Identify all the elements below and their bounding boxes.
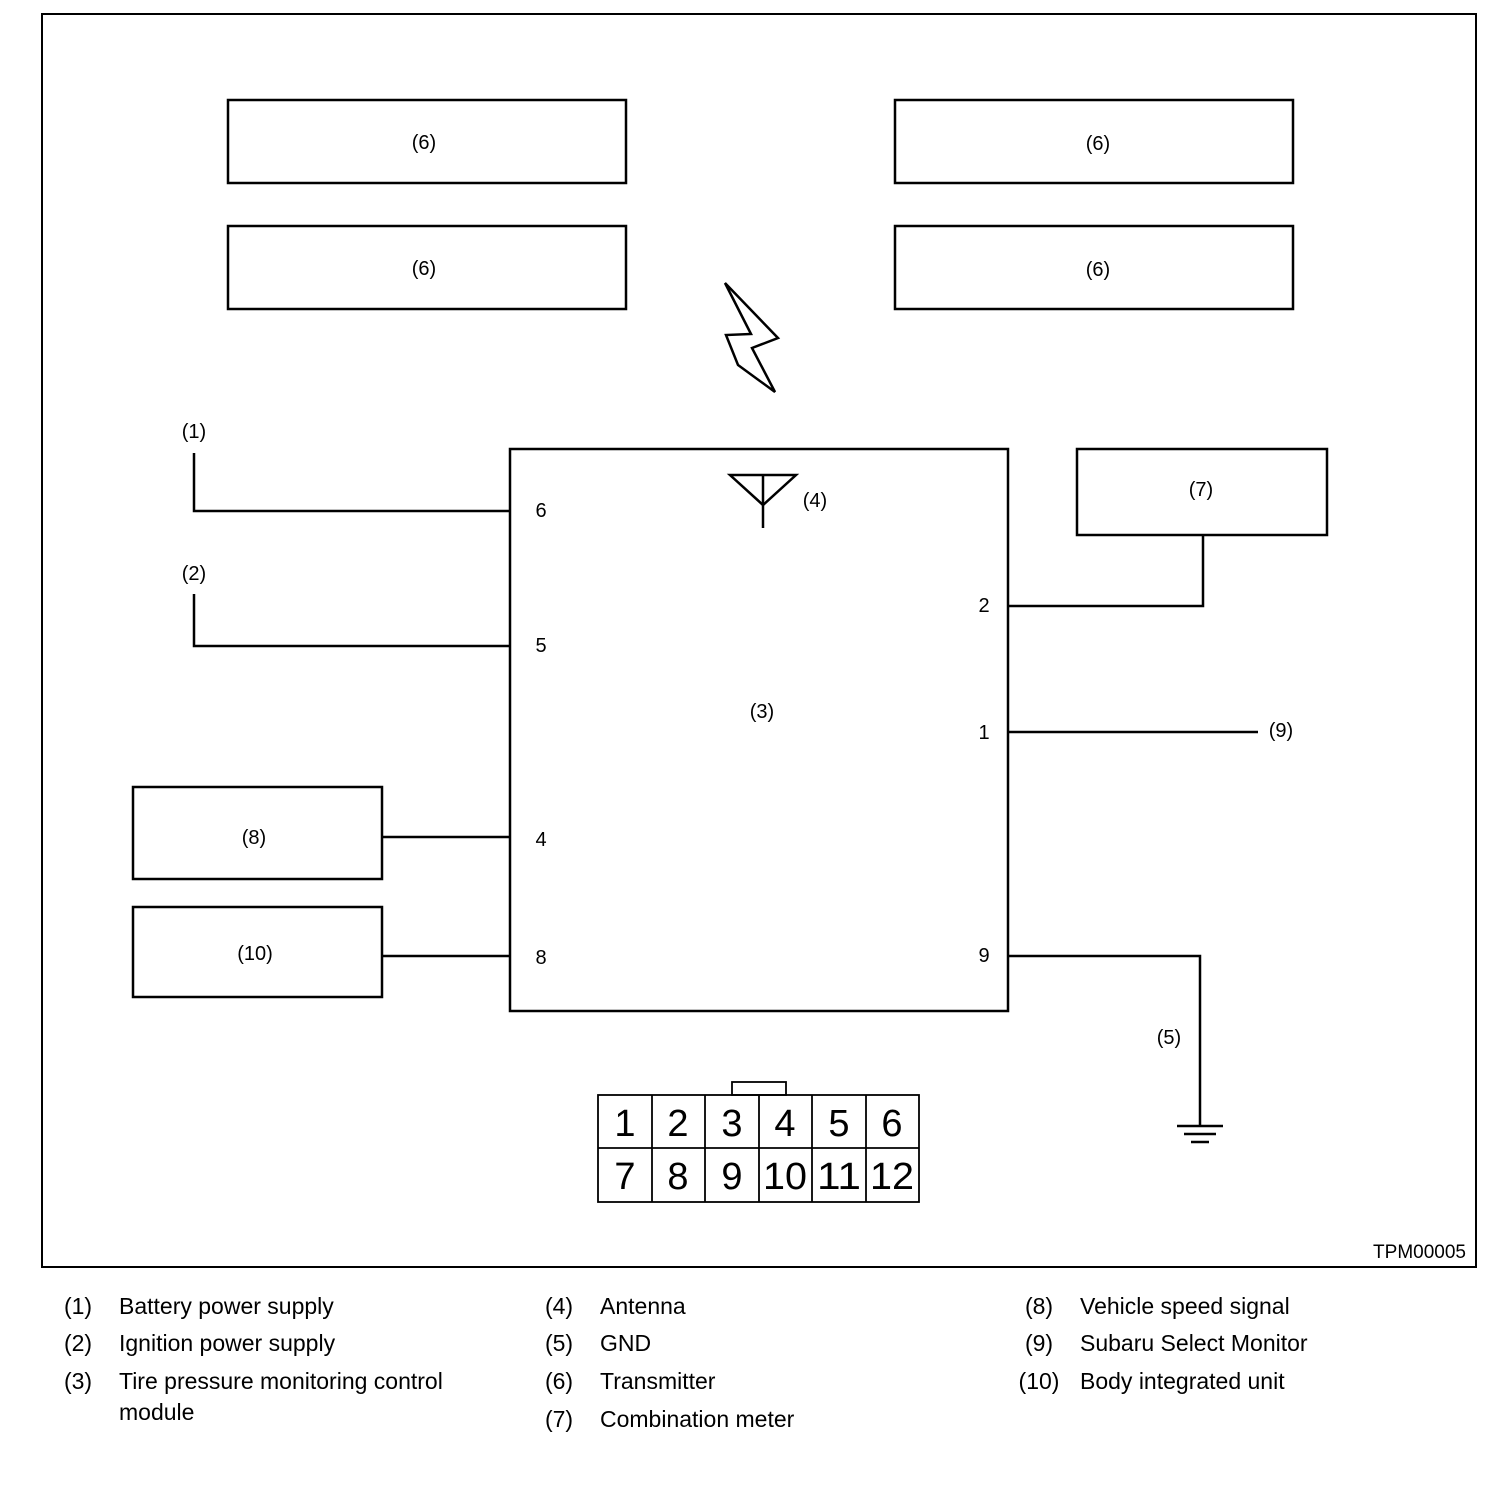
legend-text: Tire pressure monitoring control module	[119, 1368, 443, 1425]
connector-pin: 6	[881, 1103, 902, 1145]
legend-number: (3)	[63, 1368, 93, 1394]
battery-supply-label: (1)	[182, 421, 206, 443]
ground-label: (5)	[1157, 1027, 1181, 1049]
pin-5-label: 5	[535, 635, 546, 657]
pin-2-label: 2	[978, 595, 989, 617]
connector-pin: 5	[828, 1103, 849, 1145]
legend-number: (9)	[1024, 1330, 1054, 1356]
connector-pin-row-1: 1 2 3 4 5 6	[614, 1103, 902, 1145]
ground-wire	[1008, 954, 1202, 1126]
legend-number: (7)	[544, 1406, 574, 1432]
combination-meter-box: (7)	[1075, 447, 1329, 537]
antenna-label: (4)	[803, 490, 827, 512]
legend-text: Antenna	[600, 1293, 686, 1319]
transmitter-box-bottom-right: (6)	[893, 224, 1295, 311]
legend-text: Combination meter	[600, 1406, 795, 1432]
transmitter-label: (6)	[1086, 133, 1110, 155]
pin-9-label: 9	[978, 945, 989, 967]
connector-pin: 2	[667, 1103, 688, 1145]
legend-number: (1)	[63, 1293, 93, 1319]
vehicle-speed-label: (8)	[242, 827, 266, 849]
body-integrated-unit-box: (10)	[131, 905, 384, 999]
wiring-diagram: (6) (6) (6) (6) (3) (4) 6 5 4 8 2 1 9 (1…	[41, 13, 1477, 1268]
legend-number: (8)	[1024, 1293, 1054, 1319]
connector-pin: 12	[870, 1156, 914, 1198]
antenna-icon	[726, 473, 800, 528]
ignition-wire	[192, 594, 510, 648]
transmitter-label: (6)	[412, 132, 436, 154]
connector-pin-row-2: 7 8 9 10 11 12	[614, 1156, 914, 1198]
body-unit-label: (10)	[237, 943, 273, 965]
transmitter-label: (6)	[1086, 259, 1110, 281]
legend-text: Vehicle speed signal	[1080, 1293, 1290, 1319]
transmitter-box-top-left: (6)	[226, 98, 628, 185]
connector-pin: 11	[817, 1156, 861, 1198]
connector-pin: 4	[774, 1103, 795, 1145]
connector-pin: 1	[614, 1103, 635, 1145]
legend-text: Battery power supply	[119, 1293, 334, 1319]
legend-number: (10)	[1018, 1368, 1060, 1394]
transmitter-box-bottom-left: (6)	[226, 224, 628, 311]
connector-diagram	[597, 1081, 920, 1203]
pin-8-label: 8	[535, 947, 546, 969]
ignition-supply-label: (2)	[182, 563, 206, 585]
select-monitor-label: (9)	[1269, 720, 1293, 742]
wireless-signal-icon	[723, 282, 781, 394]
control-module-box: (3)	[508, 447, 1010, 1013]
pin-6-label: 6	[535, 500, 546, 522]
connector-pin: 3	[721, 1103, 742, 1145]
legend-number: (4)	[544, 1293, 574, 1319]
legend-text: Subaru Select Monitor	[1080, 1330, 1308, 1356]
legend-text: Ignition power supply	[119, 1330, 336, 1356]
connector-pin: 8	[667, 1156, 688, 1198]
connector-pin: 10	[763, 1156, 807, 1198]
legend-text: Body integrated unit	[1080, 1368, 1285, 1394]
figure-code: TPM00005	[1373, 1242, 1466, 1263]
pin-4-label: 4	[535, 829, 546, 851]
legend-number: (2)	[63, 1330, 93, 1356]
transmitter-box-top-right: (6)	[893, 98, 1295, 185]
legend-number: (5)	[544, 1330, 574, 1356]
ground-icon	[1177, 1124, 1223, 1144]
legend-text: GND	[600, 1330, 652, 1356]
transmitter-label: (6)	[412, 258, 436, 280]
vehicle-speed-box: (8)	[131, 785, 384, 881]
diagram-frame	[41, 13, 1477, 1268]
control-module-label: (3)	[750, 701, 774, 723]
connector-pin: 9	[721, 1156, 742, 1198]
connector-pin: 7	[614, 1156, 635, 1198]
meter-wire	[1008, 535, 1205, 608]
combination-meter-label: (7)	[1189, 479, 1213, 501]
legend-text: Transmitter	[600, 1368, 716, 1394]
battery-wire	[192, 453, 510, 513]
pin-1-label: 1	[978, 722, 989, 744]
legend-number: (6)	[544, 1368, 574, 1394]
